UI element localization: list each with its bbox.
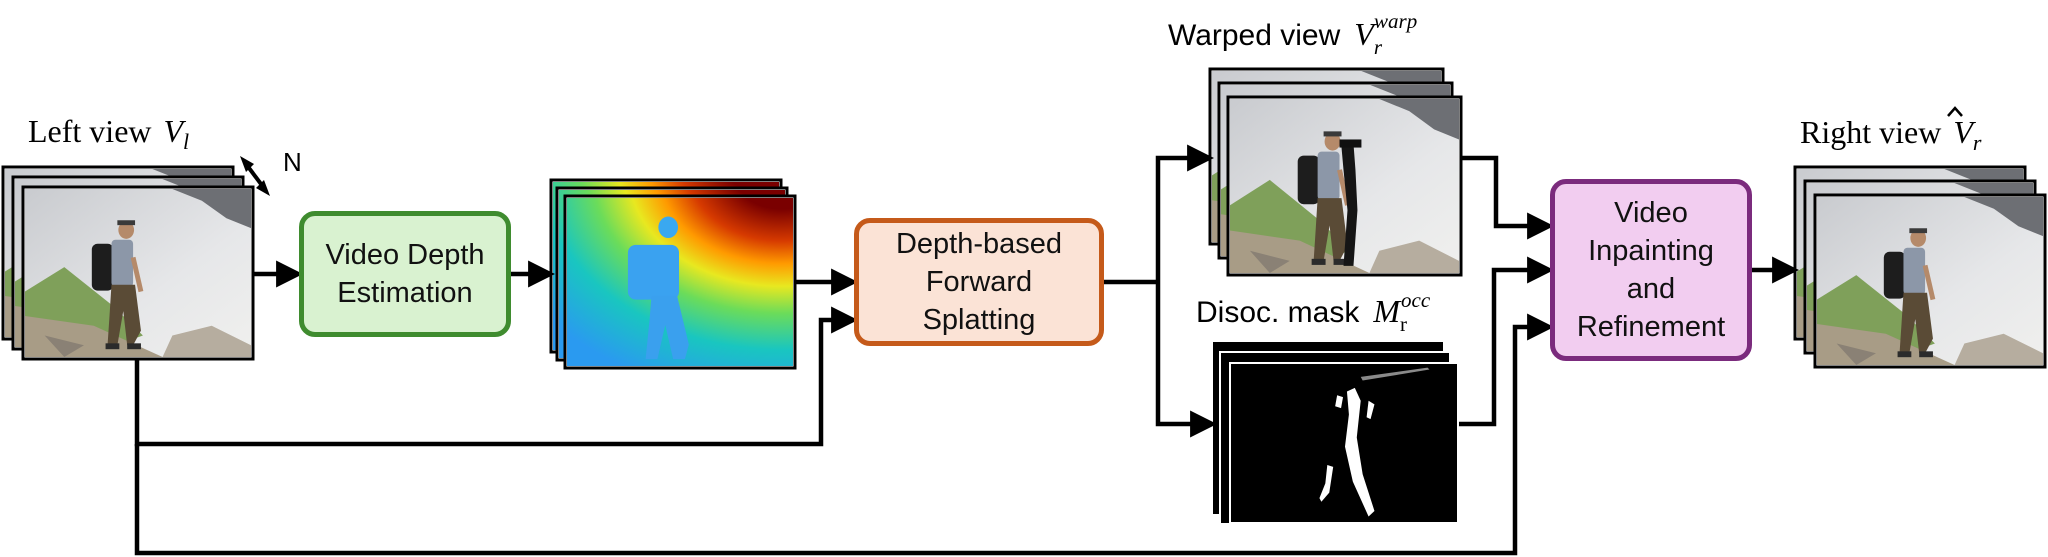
depth-map-image: [567, 198, 793, 366]
right-view-photo: [1817, 197, 2043, 365]
warped-view-photo: [1230, 99, 1459, 273]
video-inpainting-box: Video Inpainting and Refinement: [1550, 179, 1752, 361]
n-frames-arrow: [240, 156, 270, 196]
video-depth-estimation-box: Video Depth Estimation: [299, 211, 511, 337]
warped-view-stack: [1208, 67, 1463, 277]
disoc-mask-stack: [1213, 342, 1459, 534]
depth-map-stack: [549, 178, 797, 370]
n-label: N: [283, 147, 302, 177]
right-view-stack: [1793, 165, 2047, 369]
hat-accent: [1947, 106, 1963, 117]
connectors: [134, 144, 1800, 556]
disoc-mask-image: [1231, 364, 1457, 522]
left-view-photo: [25, 189, 251, 357]
left-view-stack: [1, 165, 255, 361]
forward-splatting-box: Depth-based Forward Splatting: [854, 218, 1104, 346]
